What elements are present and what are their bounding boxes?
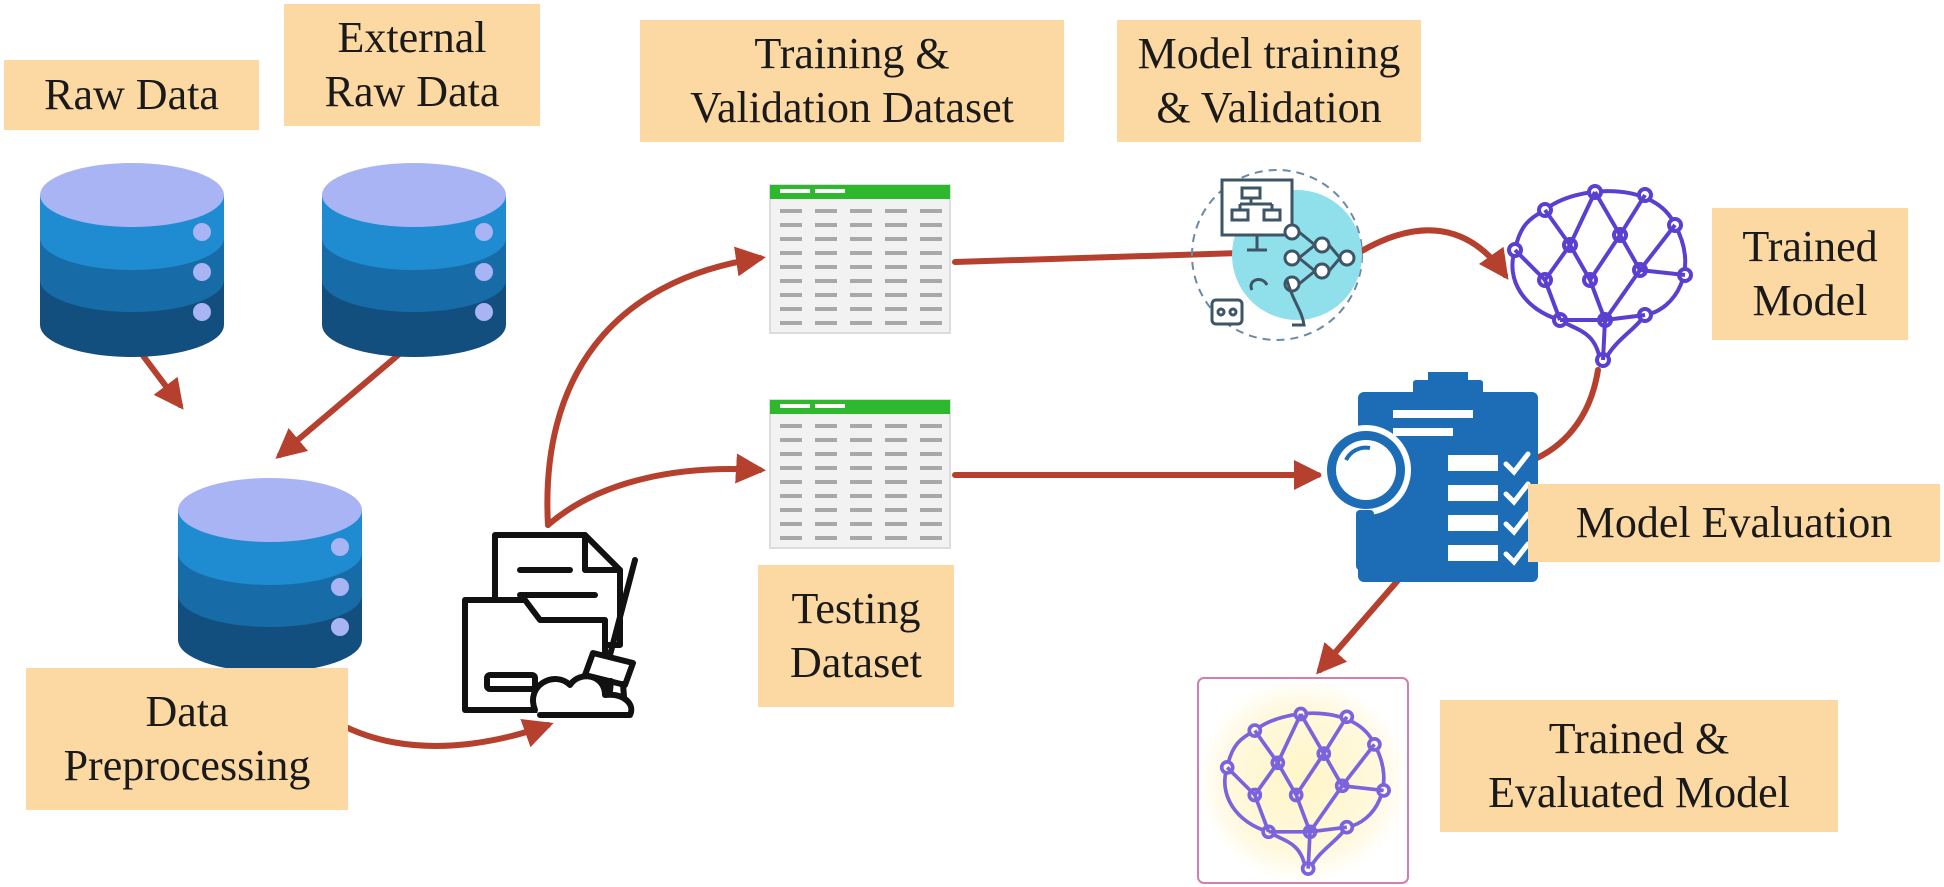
label-trained-model-line-1: Trained — [1742, 222, 1878, 271]
label-trained-evaluated-model-line-2: Evaluated Model — [1488, 768, 1790, 817]
label-trained-evaluated-model: Trained & Evaluated Model — [1440, 700, 1838, 832]
label-trained-evaluated-model-line-1: Trained & — [1548, 714, 1730, 763]
label-testing-dataset: Testing Dataset — [758, 565, 954, 707]
label-model-evaluation: Model Evaluation — [1528, 484, 1940, 562]
arrow-modeltrain-to-trained — [1352, 227, 1509, 280]
evaluation-clipboard-icon — [1321, 372, 1538, 582]
trained-evaluated-model-icon — [1197, 677, 1409, 884]
label-trained-model-line-2: Model — [1752, 276, 1868, 325]
label-testing-dataset-line-1: Testing — [791, 584, 921, 633]
label-trained-model: Trained Model — [1712, 208, 1908, 340]
label-training-validation-dataset: Training & Validation Dataset — [640, 20, 1064, 142]
label-data-preprocessing-line-2: Preprocessing — [63, 741, 311, 790]
label-model-training-validation: Model training & Validation — [1117, 20, 1421, 142]
label-training-validation-dataset-line-1: Training & — [754, 29, 950, 78]
arrow-cleaning-to-training — [544, 246, 766, 528]
label-raw-data-line-1: Raw Data — [44, 70, 219, 119]
external-raw-data-database-icon — [322, 163, 506, 357]
label-external-raw-data-line-2: Raw Data — [324, 67, 500, 116]
testing-dataset-spreadsheet-icon — [769, 399, 951, 549]
ml-workflow-icon — [1191, 169, 1363, 341]
data-cleaning-icon — [462, 532, 638, 718]
trained-model-neural-brain-icon — [1507, 184, 1693, 368]
label-model-evaluation-line-1: Model Evaluation — [1575, 498, 1893, 547]
label-external-raw-data: External Raw Data — [284, 4, 540, 126]
label-testing-dataset-line-2: Dataset — [790, 638, 922, 687]
label-raw-data: Raw Data — [4, 60, 259, 130]
label-model-training-validation-line-1: Model training — [1137, 29, 1401, 78]
label-data-preprocessing-line-1: Data — [145, 687, 229, 736]
raw-data-database-icon — [40, 163, 224, 357]
label-model-training-validation-line-2: & Validation — [1156, 83, 1382, 132]
arrow-training-to-modeltrain — [952, 237, 1278, 268]
training-dataset-spreadsheet-icon — [769, 184, 951, 334]
label-data-preprocessing: Data Preprocessing — [26, 668, 348, 810]
label-external-raw-data-line-1: External — [337, 13, 487, 62]
label-training-validation-dataset-line-2: Validation Dataset — [690, 83, 1014, 132]
arrow-cleaning-to-testing — [545, 453, 766, 528]
arrow-eval-to-final — [1316, 575, 1403, 675]
arrow-external-to-preprocess — [275, 342, 413, 459]
preprocessed-data-database-icon — [178, 478, 362, 672]
